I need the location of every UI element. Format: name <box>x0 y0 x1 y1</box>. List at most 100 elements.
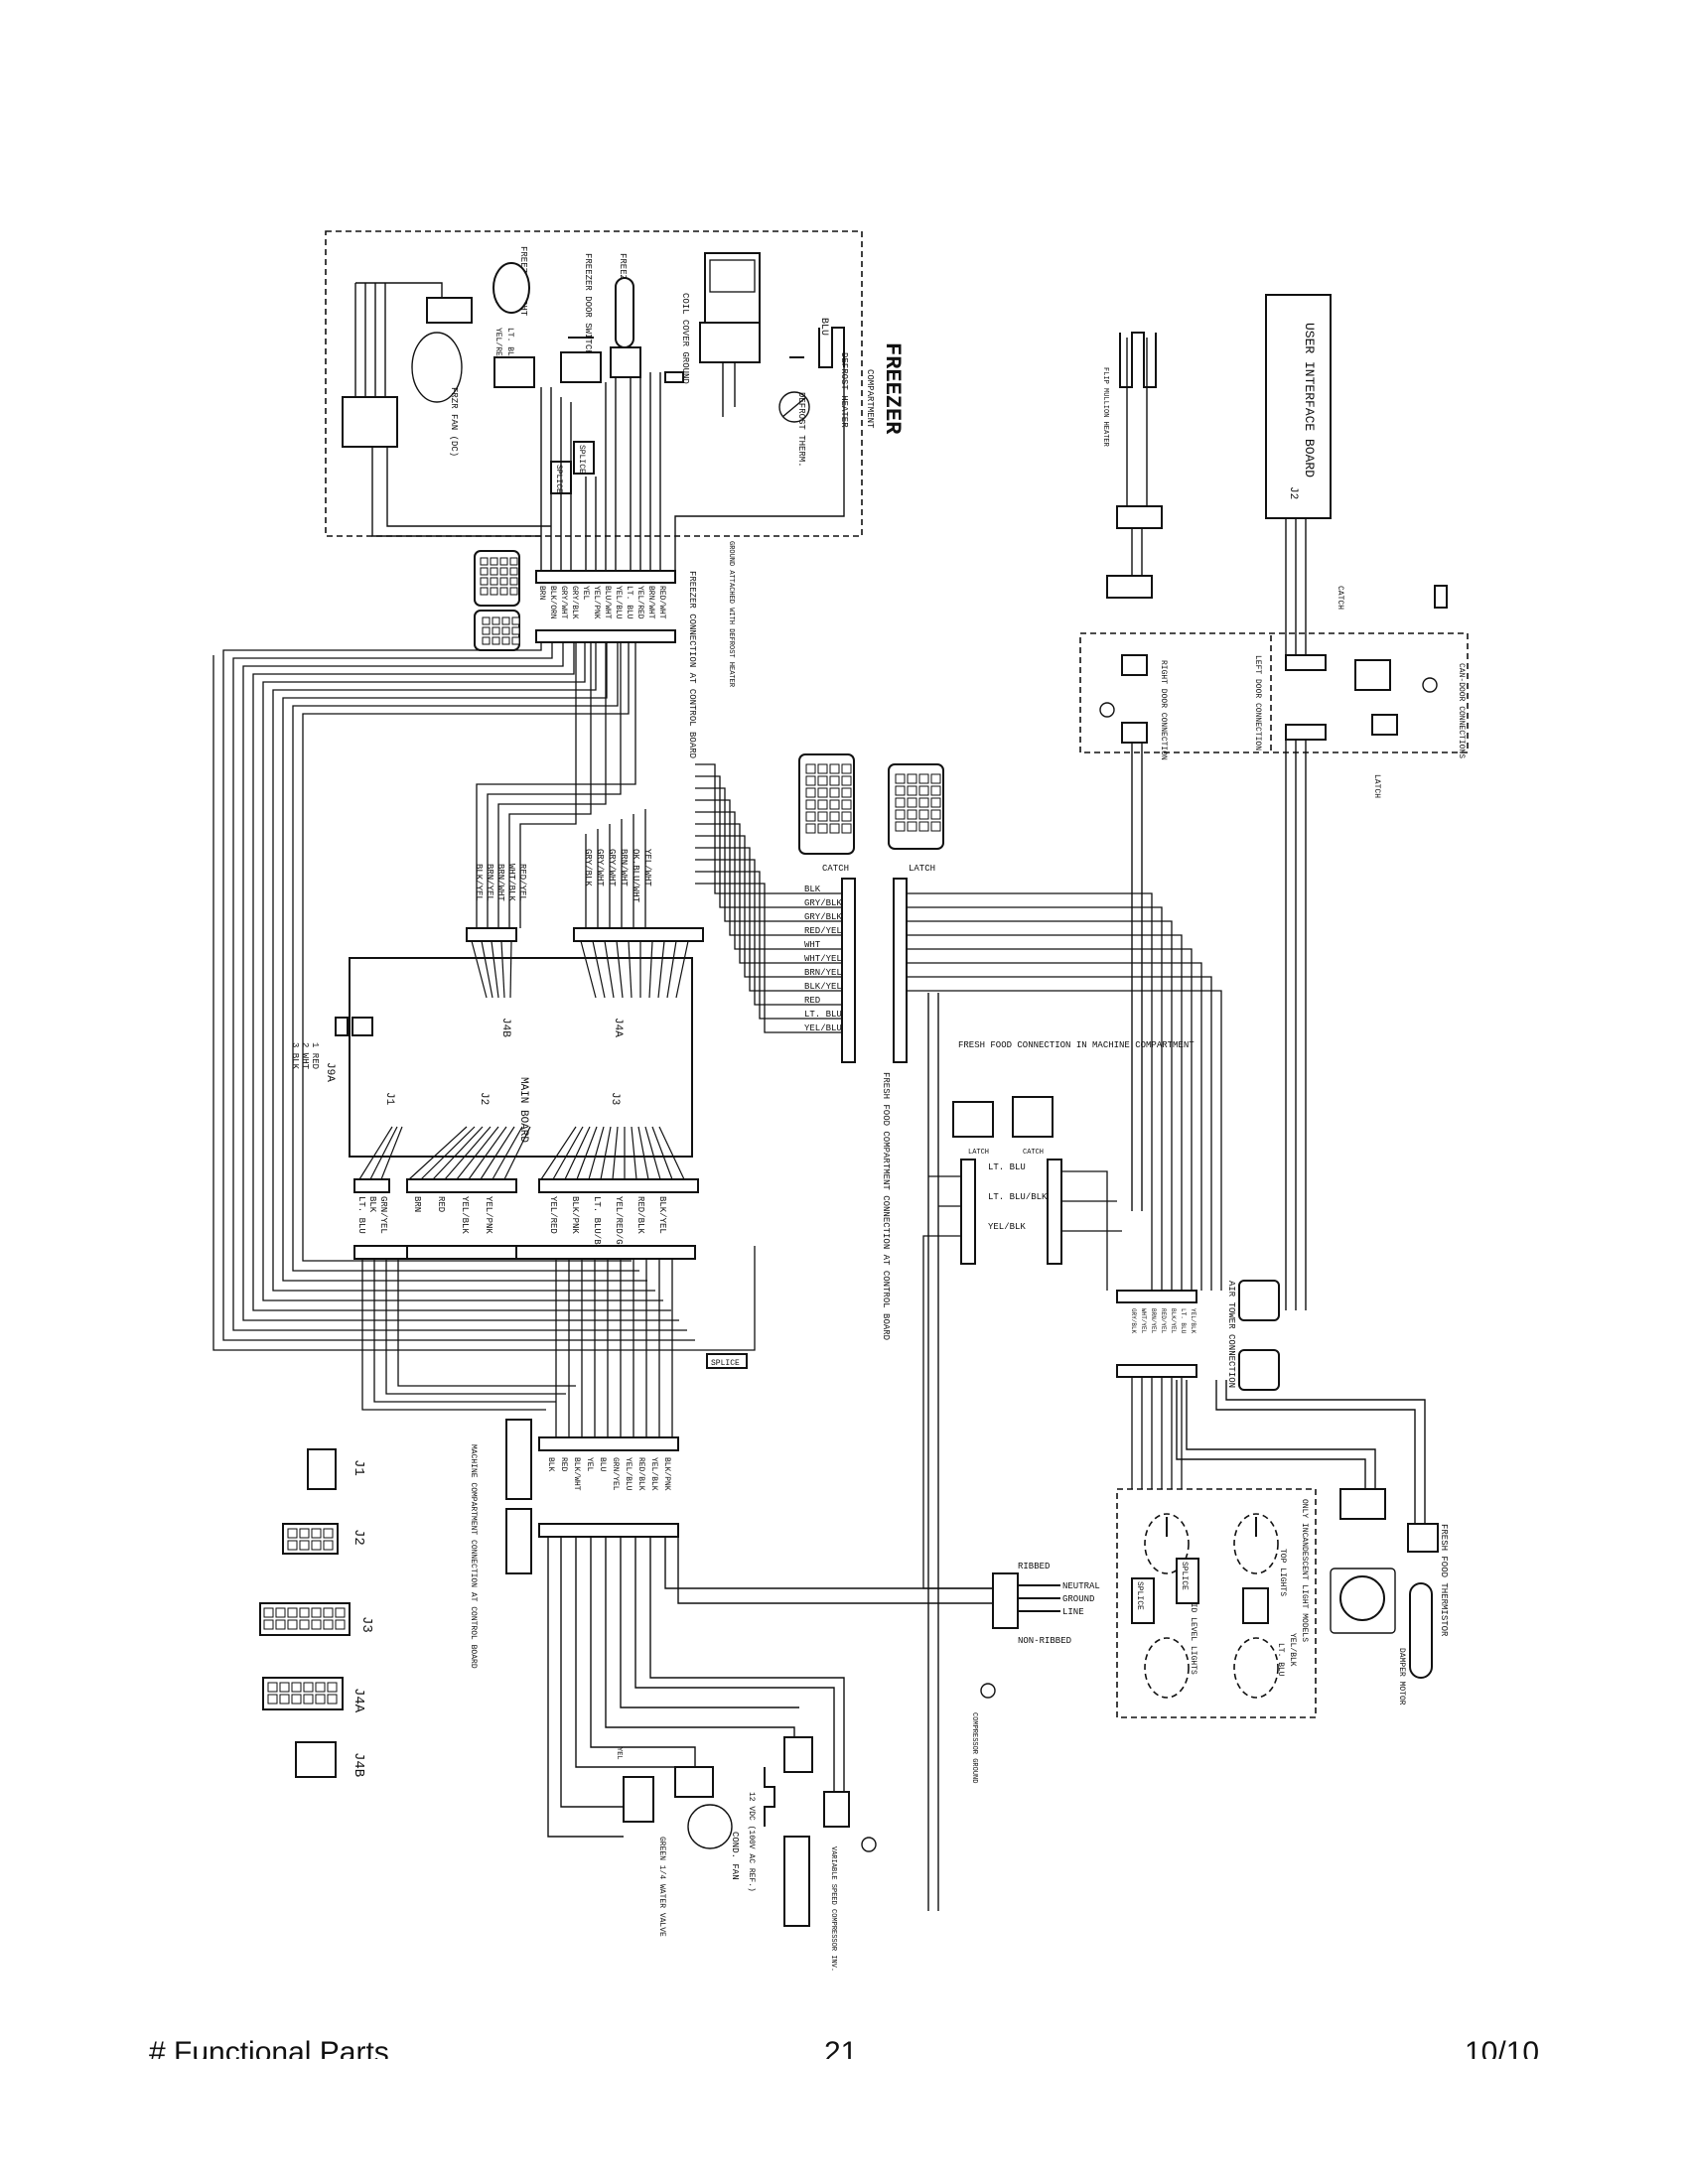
machine-wire-9: BLK/PNK <box>662 1457 671 1491</box>
machine-wire-2: BLK/WHT <box>572 1457 581 1491</box>
j2-fan-line <box>503 1126 531 1180</box>
j3-fan-line <box>600 1126 612 1180</box>
bus-wire <box>302 642 632 1262</box>
bus-wire <box>922 1175 993 1589</box>
mc-pin-0: LT. BLU <box>988 1162 1026 1172</box>
ground-label: GROUND <box>1062 1594 1094 1604</box>
legend-j3-pin <box>323 1607 334 1618</box>
fresh-food-conn-label: FRESH FOOD COMPARTMENT CONNECTION AT CON… <box>881 1072 891 1340</box>
yel-red-label: YEL/RED <box>493 328 502 361</box>
bus-wire <box>262 642 663 1301</box>
coil-cover-label: COIL COVER GROUND <box>680 293 690 384</box>
freezer-plug-pin-b <box>501 626 510 635</box>
j3-label: J3 <box>609 1092 621 1105</box>
legend-j2: J2 <box>351 1529 366 1546</box>
damper-label: DAMPER MOTOR <box>1397 1648 1406 1706</box>
machine-compartment: MACHINE COMPARTMENT CONNECTION AT CONTRO… <box>469 993 1100 1972</box>
legend-j4a-pin <box>327 1694 338 1705</box>
j3-fan-line <box>588 1126 605 1180</box>
catch-plug-pin <box>817 775 828 786</box>
air-tower-pin-4: BLK/YEL <box>1170 1308 1177 1334</box>
latch-plug-pin <box>930 785 941 796</box>
legend-j3-pin <box>263 1619 274 1630</box>
freezer-plug-pin <box>490 567 498 576</box>
j4a-fan-line <box>604 940 615 999</box>
j1-fan-line <box>380 1126 403 1180</box>
catch-plug-pin <box>841 823 852 834</box>
main-board: MAIN BOARD J4A J4B J9A J1 J2 J3 1 RED 2 … <box>290 849 704 1260</box>
bus-wire <box>232 642 687 1331</box>
legend-j2-pin <box>311 1528 322 1539</box>
mc-pin-2: YEL/BLK <box>988 1222 1026 1232</box>
j4a-pin-5: YEL/WHT <box>642 849 652 887</box>
defrost-therm-label: DEFROST THERM. <box>796 392 806 468</box>
catch-label-top: CATCH <box>1336 586 1344 610</box>
j3-fan-line <box>658 1126 685 1180</box>
catch-plug-pin <box>841 763 852 774</box>
j4b-pin-0: BLK/YEL <box>474 864 484 901</box>
machine-wire-4: BLU <box>598 1457 607 1472</box>
machine-wire-5: GRN/YEL <box>611 1457 620 1491</box>
freezer-plug-pin <box>499 587 508 596</box>
fresh-food-connection: FRESH FOOD COMPARTMENT CONNECTION AT CON… <box>798 753 1195 1340</box>
latch-plug-pin <box>918 821 929 832</box>
j3-fan-line <box>576 1126 598 1180</box>
freezer-title: FREEZER <box>880 342 905 435</box>
catch-plug-pin <box>805 811 816 822</box>
bus-wire <box>385 1259 566 1395</box>
j4b-fan-line <box>491 940 499 999</box>
legend-j4a-pin <box>267 1682 278 1693</box>
j2-pin-2: YEL/BLK <box>460 1196 470 1234</box>
j4a-fan-line <box>657 940 665 999</box>
j4b-label: J4B <box>499 1018 511 1037</box>
bus-wire <box>907 962 1202 1291</box>
latch-plug-pin <box>895 797 906 808</box>
machine-wire-7: RED/BLK <box>636 1457 645 1491</box>
bus-wire <box>487 642 622 928</box>
catch-plug-pin <box>817 799 828 810</box>
latch-conn-label: LATCH <box>909 864 935 874</box>
freezer-door-switch-label: FREEZER DOOR SWITCH <box>583 253 593 355</box>
mullion-label: FLIP MULLION HEATER <box>1101 367 1109 448</box>
j3-fan-line <box>612 1126 619 1180</box>
legend-j1: J1 <box>351 1459 366 1476</box>
bus-wire <box>373 1259 556 1403</box>
latch-plug-pin <box>895 809 906 820</box>
footer-page: 21 <box>824 2036 858 2059</box>
footer-date: 10/10 <box>1465 2036 1540 2059</box>
j2-fan-line <box>408 1126 468 1180</box>
freezer-wire-2: GRY/WHT <box>559 586 568 619</box>
freezer-plug-pin <box>499 557 508 566</box>
freezer-wire-3: GRY/BLK <box>570 586 579 619</box>
j9a-pin-2: 2 WHT <box>300 1042 310 1070</box>
legend-j3-pin <box>263 1607 274 1618</box>
bus-wire <box>695 883 842 1033</box>
latch-plug-pin <box>907 809 917 820</box>
ff-pin-2: GRY/BLK <box>804 912 842 922</box>
bus-wire <box>1061 1170 1122 1291</box>
bus-wire <box>695 823 842 964</box>
catch-plug-pin <box>829 799 840 810</box>
latch-plug-pin <box>907 785 917 796</box>
footer-left: # Functional Parts <box>149 2036 389 2059</box>
freezer-plug-pin-b <box>482 626 491 635</box>
bus-wire <box>695 859 842 1006</box>
legend-j4a-pin <box>303 1682 314 1693</box>
legend-j3-pin <box>287 1607 298 1618</box>
catch-plug-pin <box>805 775 816 786</box>
freezer-wire-1: BLK/ORN <box>548 586 557 619</box>
freezer-plug-pin <box>480 567 489 576</box>
light-splice-2: SPLICE <box>1135 1581 1144 1610</box>
j2-fan-line <box>444 1126 492 1180</box>
j1-pin-0: LT. BLU <box>356 1196 366 1234</box>
bus-wire <box>907 976 1212 1291</box>
j3-fan-line <box>540 1126 577 1180</box>
j2-label: J2 <box>478 1092 490 1105</box>
freezer-plug-pin <box>490 587 498 596</box>
air-tower-pin-0: GRY/BLK <box>1130 1308 1137 1334</box>
legend-j4a-pin <box>303 1694 314 1705</box>
catch-plug-pin <box>817 811 828 822</box>
bus-wire <box>497 642 607 928</box>
lights-section: ONLY INCANDESCENT LIGHT MODELS TOP LIGHT… <box>1116 1488 1317 1718</box>
legend-j3-pin <box>311 1619 322 1630</box>
